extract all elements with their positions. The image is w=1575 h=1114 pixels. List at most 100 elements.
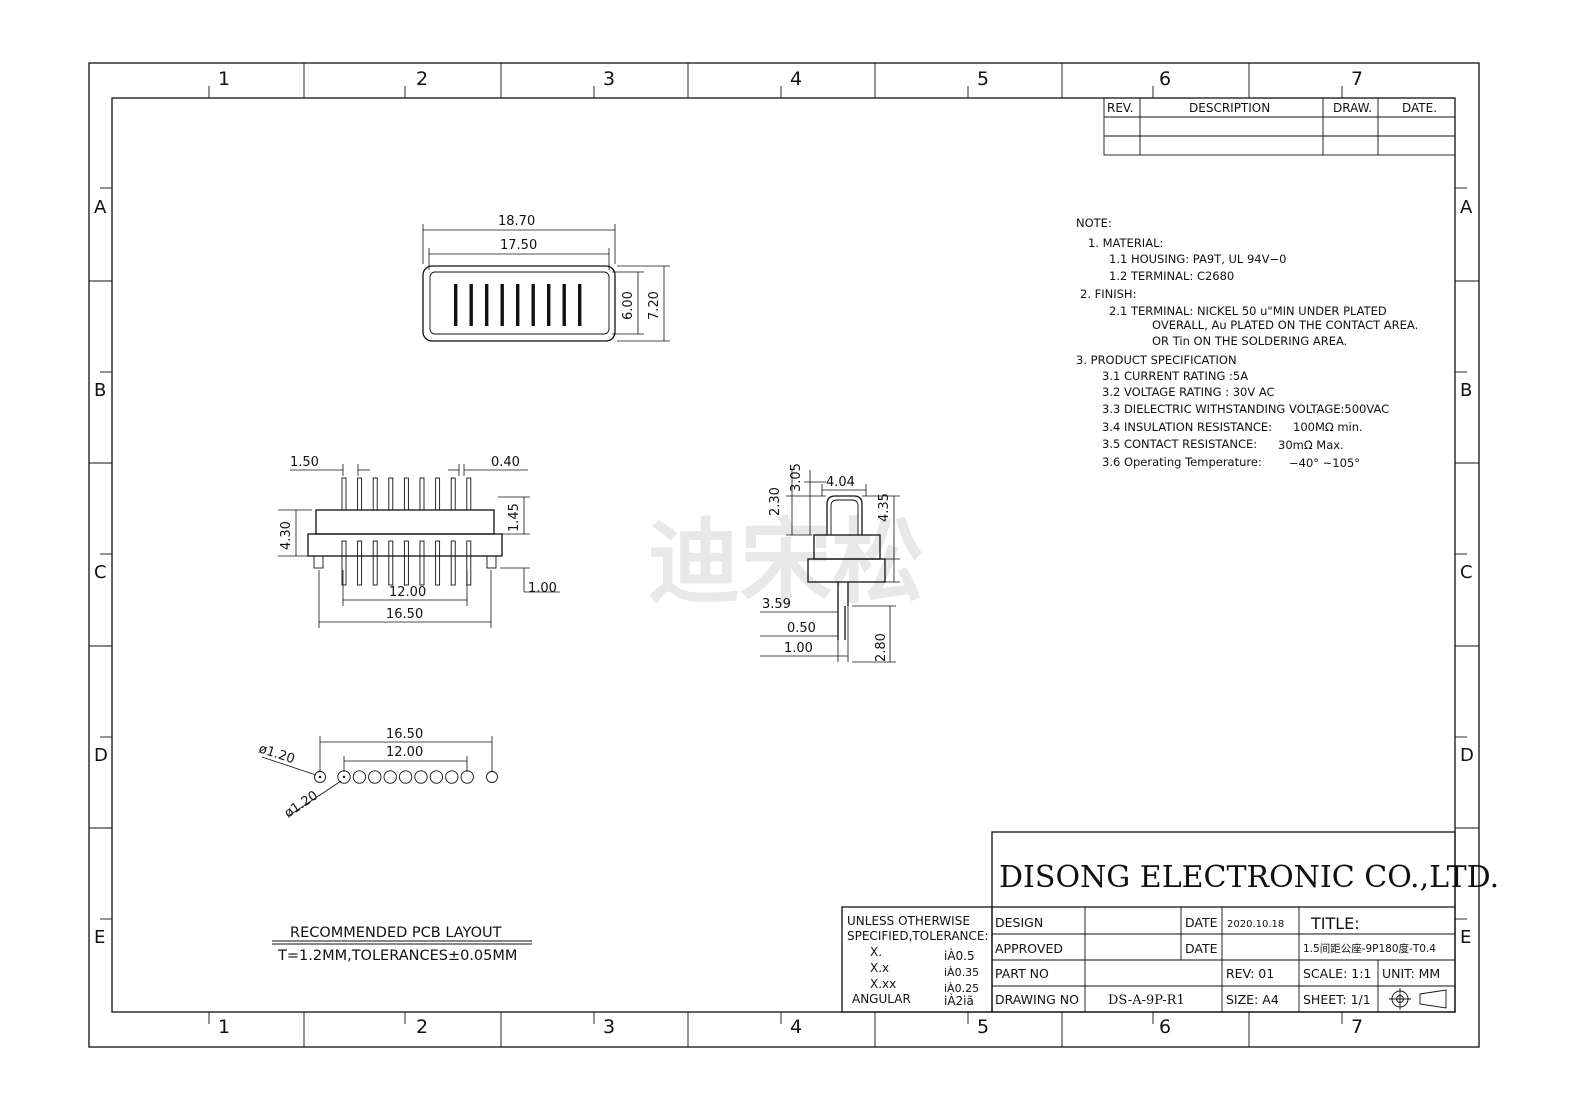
dim-top-width-outer: 18.70: [498, 214, 535, 229]
pcb-hole: [352, 770, 367, 784]
front-pin-upper: [357, 477, 363, 511]
contact-slot: [578, 284, 582, 326]
pcb-hole: [398, 770, 413, 784]
top-view: 18.70 17.50 6.00 7.20: [422, 214, 670, 342]
dim-front-pitch: 1.50: [290, 455, 319, 470]
drawing-no-value: DS-A-9P-R1: [1108, 993, 1185, 1008]
revision-table: REV. DESCRIPTION DRAW. DATE.: [1103, 97, 1456, 156]
size-value: SIZE: A4: [1226, 992, 1279, 1007]
note-line: 3.2 VOLTAGE RATING : 30V AC: [1102, 385, 1275, 399]
note-line: 3. PRODUCT SPECIFICATION: [1076, 353, 1237, 367]
note-line: 3.5 CONTACT RESISTANCE:: [1102, 437, 1257, 451]
pcb-hole: [383, 770, 397, 784]
front-pin-lower: [403, 540, 409, 586]
contact-slot: [485, 284, 489, 326]
front-pin-lower: [372, 540, 378, 586]
row-label-c-right: C: [1460, 562, 1473, 583]
note-value-temperature: −40° ~105°: [1289, 456, 1360, 470]
front-pin-lower: [341, 540, 347, 586]
dim-front-pin-span: 12.00: [389, 585, 426, 600]
title-block: DISONG ELECTRONIC CO.,LTD. UNLESS OTHERW…: [841, 831, 1499, 1013]
rev-header-draw: DRAW.: [1333, 101, 1372, 115]
pcb-hole-center: [318, 775, 322, 779]
pcb-hole-center: [342, 775, 346, 779]
rev-value: REV: 01: [1226, 966, 1274, 981]
note-line: 3.3 DIELECTRIC WITHSTANDING VOLTAGE:500V…: [1102, 402, 1389, 416]
pcb-layout-title: RECOMMENDED PCB LAYOUT: [290, 925, 502, 941]
front-view: 1.50 0.40 4.30 1.45 1.00 12.00 16.50: [278, 455, 560, 628]
company-name: DISONG ELECTRONIC CO.,LTD.: [999, 860, 1499, 895]
dim-top-height-outer: 7.20: [647, 291, 662, 320]
notes-block: NOTE: 1. MATERIAL: 1.1 HOUSING: PA9T, UL…: [1076, 216, 1418, 470]
contact-slot: [469, 284, 473, 326]
rev-header-date: DATE.: [1402, 101, 1437, 115]
contact-slot: [516, 284, 520, 326]
note-line: 1.2 TERMINAL: C2680: [1109, 269, 1234, 283]
rev-header-rev: REV.: [1107, 101, 1133, 115]
dim-side-4-35: 4.35: [877, 493, 892, 522]
note-line: OR Tin ON THE SOLDERING AREA.: [1152, 334, 1347, 348]
tolerance-value: iÀ0.35: [944, 966, 979, 979]
design-label: DESIGN: [995, 915, 1043, 930]
date-label-approved: DATE: [1185, 941, 1218, 956]
row-label-e-right: E: [1460, 927, 1471, 948]
row-label-a-left: A: [94, 197, 107, 218]
front-pin-lower: [450, 540, 456, 586]
top-view-slots: [454, 284, 582, 326]
row-label-c-left: C: [94, 562, 107, 583]
tolerance-label: X.xx: [870, 977, 896, 991]
pcb-hole: [429, 770, 444, 784]
dim-top-height-inner: 6.00: [621, 291, 636, 320]
dim-pcb-hole-2: ø1.20: [282, 788, 321, 821]
col-label-6-top: 6: [1159, 68, 1171, 90]
col-label-3-bottom: 3: [603, 1016, 615, 1038]
col-label-7-bottom: 7: [1351, 1016, 1363, 1038]
note-line: 3.6 Operating Temperature:: [1102, 455, 1262, 469]
front-pin-upper: [466, 477, 472, 511]
note-value-contact: 30mΩ Max.: [1278, 438, 1344, 452]
front-pin-upper: [450, 477, 456, 511]
dim-side-1-00: 1.00: [784, 641, 813, 656]
part-no-label: PART NO: [995, 966, 1049, 981]
note-line: 2.1 TERMINAL: NICKEL 50 u"MIN UNDER PLAT…: [1109, 304, 1387, 318]
contact-slot: [547, 284, 551, 326]
drawing-no-label: DRAWING NO: [995, 992, 1079, 1007]
pcb-layout-subtitle: T=1.2MM,TOLERANCES±0.05MM: [277, 948, 517, 964]
pcb-hole: [414, 770, 428, 784]
watermark-text: 迪宋松: [648, 509, 924, 616]
front-pin-upper: [372, 477, 378, 511]
pcb-layout: 16.50 12.00 ø1.20 ø1.20 RECOMMENDED PCB …: [257, 727, 532, 964]
front-pin-lower: [466, 540, 472, 586]
note-value-insulation: 100MΩ min.: [1293, 420, 1363, 434]
col-label-5-top: 5: [977, 68, 989, 90]
dim-pcb-hole-1: ø1.20: [257, 742, 297, 768]
scale-value: SCALE: 1:1: [1303, 966, 1371, 981]
notes-heading: NOTE:: [1076, 216, 1112, 230]
tolerance-label: ANGULAR: [852, 992, 911, 1006]
dim-side-0-50: 0.50: [787, 621, 816, 636]
front-pin-upper: [435, 477, 441, 511]
note-line: 1. MATERIAL:: [1088, 236, 1163, 250]
col-label-5-bottom: 5: [977, 1016, 989, 1038]
row-label-b-left: B: [94, 380, 106, 401]
note-line: 3.1 CURRENT RATING :5A: [1102, 369, 1248, 383]
dim-side-3-05: 3.05: [789, 463, 804, 492]
sheet-value: SHEET: 1/1: [1303, 992, 1371, 1007]
row-label-b-right: B: [1460, 380, 1472, 401]
pcb-holes: [314, 770, 498, 784]
tolerance-value: iÀ0.5: [944, 948, 975, 963]
tolerance-heading-1: UNLESS OTHERWISE: [847, 914, 970, 928]
col-label-2-bottom: 2: [416, 1016, 428, 1038]
col-label-2-top: 2: [416, 68, 428, 90]
front-pin-upper: [403, 477, 409, 511]
dim-side-4-04: 4.04: [826, 475, 855, 490]
dim-side-2-30: 2.30: [768, 487, 783, 516]
note-line: OVERALL, Au PLATED ON THE CONTACT AREA.: [1152, 318, 1418, 332]
design-date-value: 2020.10.18: [1227, 919, 1284, 930]
col-label-6-bottom: 6: [1159, 1016, 1171, 1038]
front-pin-lower: [419, 540, 425, 586]
dim-front-pin-width: 0.40: [491, 455, 520, 470]
front-pin-lower: [388, 540, 394, 586]
col-label-7-top: 7: [1351, 68, 1363, 90]
dim-front-pin-exposed: 1.45: [507, 503, 522, 532]
